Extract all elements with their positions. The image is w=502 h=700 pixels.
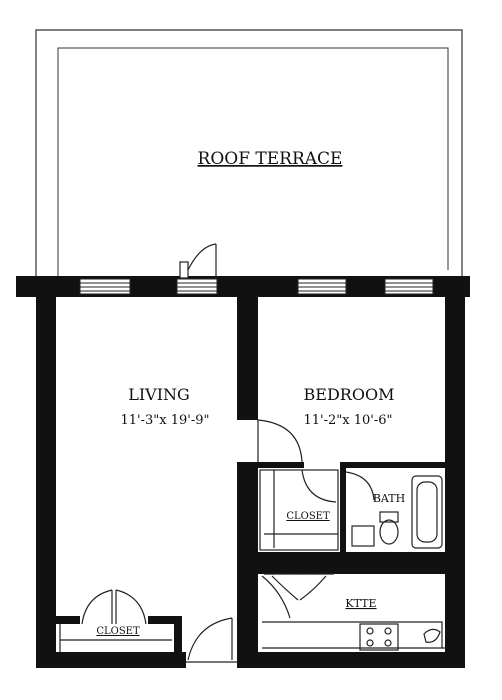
living-closet (59, 589, 172, 652)
living-closet-label: CLOSET (96, 626, 140, 637)
bedroom-door (257, 419, 303, 463)
roof-terrace-outline (35, 29, 463, 278)
kitchenette (261, 575, 446, 651)
bath-label: BATH (373, 492, 405, 505)
window-2 (176, 278, 218, 295)
living-label: LIVING (128, 385, 190, 404)
window-4 (384, 278, 434, 295)
living-dims: 11'-3"x 19'-9" (121, 413, 210, 428)
linen-closet-doors (264, 573, 334, 601)
window-1 (79, 278, 131, 295)
window-3 (297, 278, 347, 295)
bedroom-dims: 11'-2"x 10'-6" (304, 413, 393, 428)
bedroom-closet (259, 469, 339, 551)
entry-door (186, 617, 238, 663)
bathroom (345, 471, 443, 549)
terrace-door (179, 243, 217, 279)
walls (16, 276, 470, 668)
linen-closet-label: CL (290, 560, 305, 571)
kitchen-label: KTTE (345, 597, 376, 610)
windows (79, 278, 434, 295)
bedroom-label: BEDROOM (304, 385, 395, 404)
bedroom-closet-label: CLOSET (286, 511, 330, 522)
roof-terrace-label: ROOF TERRACE (198, 149, 343, 169)
